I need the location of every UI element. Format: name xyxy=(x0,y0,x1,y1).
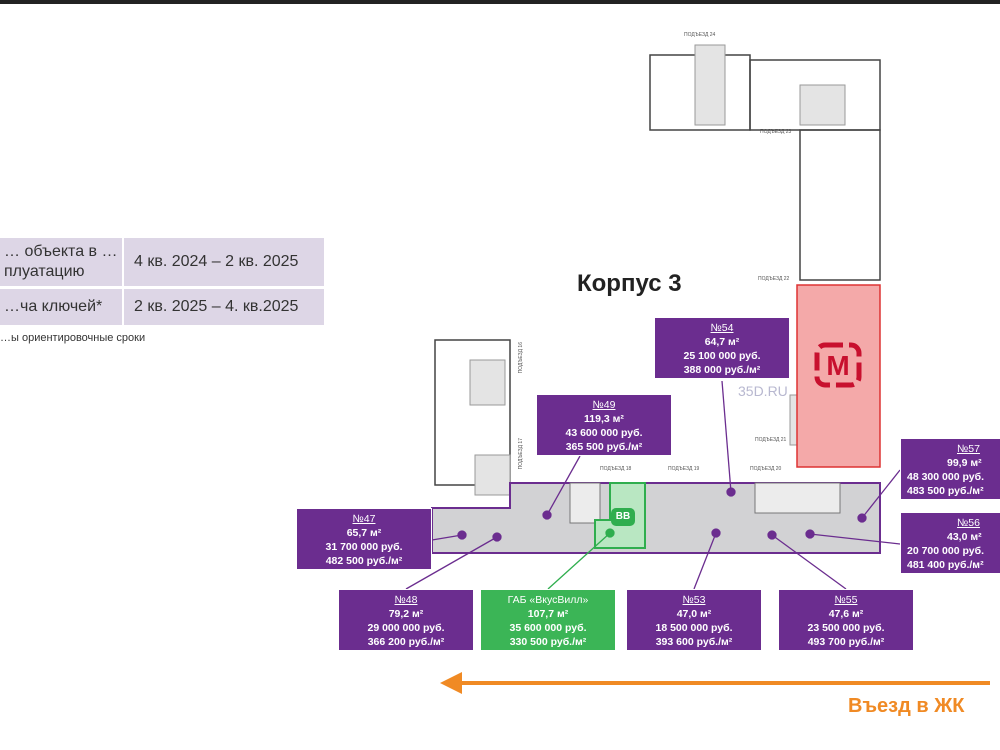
unit-price-per-m2: 330 500 руб./м² xyxy=(509,636,587,648)
unit-card-48[interactable]: №48 79,2 м² 29 000 000 руб. 366 200 руб./м² xyxy=(338,589,474,651)
magnit-logo: М xyxy=(826,350,849,381)
unit-area: 107,7 м² xyxy=(527,608,569,620)
unit-area: 119,3 м² xyxy=(584,413,624,425)
entrance-label: ПОДЪЕЗД 20 xyxy=(750,466,782,472)
unit-card-56[interactable]: №56 43,0 м² 20 700 000 руб. 481 400 руб./м² xyxy=(900,512,1000,574)
unit-card-49[interactable]: №49 119,3 м² 43 600 000 руб. 365 500 руб./м… xyxy=(536,394,672,456)
unit-price: 43 600 000 руб. xyxy=(565,427,643,439)
unit-price: 23 500 000 руб. xyxy=(807,622,885,634)
unit-area: 64,7 м² xyxy=(704,336,740,348)
building-title: Корпус 3 xyxy=(577,270,682,297)
unit-price: 35 600 000 руб. xyxy=(509,622,587,634)
entrance-label: ПОДЪЕЗД 17 xyxy=(518,438,524,470)
unit-number: №55 xyxy=(834,594,858,606)
entry-label: Въезд в ЖК xyxy=(848,695,965,717)
unit-price-per-m2: 365 500 руб./м² xyxy=(565,441,643,453)
magnit-store-area xyxy=(796,284,881,468)
watermark: 35D.RU xyxy=(738,383,788,399)
unit-area: 43,0 м² xyxy=(947,531,982,543)
unit-number: №47 xyxy=(352,513,376,525)
unit-number: №53 xyxy=(682,594,706,606)
schedule-value: 2 кв. 2025 – 4. кв.2025 xyxy=(124,289,324,325)
entrance-label: ПОДЪЕЗД 19 xyxy=(668,466,700,472)
unit-card-vkusvill[interactable]: ГАБ «ВкусВилл» 107,7 м² 35 600 000 руб. 330… xyxy=(480,589,616,651)
unit-card-55[interactable]: №55 47,6 м² 23 500 000 руб. 493 700 руб./м² xyxy=(778,589,914,651)
unit-price-per-m2: 366 200 руб./м² xyxy=(367,636,445,648)
entrance-label: ПОДЪЕЗД 18 xyxy=(600,466,632,472)
unit-price-per-m2: 493 700 руб./м² xyxy=(807,636,885,648)
unit-price-per-m2: 393 600 руб./м² xyxy=(655,636,733,648)
unit-card-57[interactable]: №57 99,9 м² 48 300 000 руб. 483 500 руб./м² xyxy=(900,438,1000,500)
magnit-logo-frame xyxy=(814,342,862,388)
unit-number: №54 xyxy=(710,322,734,334)
unit-area: 65,7 м² xyxy=(346,527,382,539)
unit-card-47[interactable]: №47 65,7 м² 31 700 000 руб. 482 500 руб./м² xyxy=(296,508,432,570)
unit-area: 47,0 м² xyxy=(676,608,712,620)
footnote: …ы ориентировочные сроки xyxy=(0,332,146,344)
unit-number: №49 xyxy=(592,399,616,411)
entrance-label: ПОДЪЕЗД 21 xyxy=(755,437,787,443)
unit-area: 47,6 м² xyxy=(828,608,864,620)
unit-price-per-m2: 388 000 руб./м² xyxy=(683,364,761,376)
entrance-label: ПОДЪЕЗД 23 xyxy=(760,129,792,135)
entry-arrow-head xyxy=(440,672,462,694)
unit-price-per-m2: 481 400 руб./м² xyxy=(907,559,984,571)
unit-number: №48 xyxy=(394,594,418,606)
unit-area: 79,2 м² xyxy=(388,608,424,620)
unit-price: 48 300 000 руб. xyxy=(907,471,984,483)
entrance-label: ПОДЪЕЗД 24 xyxy=(684,32,716,38)
unit-number: ГАБ «ВкусВилл» xyxy=(507,594,589,606)
unit-number: №57 xyxy=(957,443,980,455)
entrance-label: ПОДЪЕЗД 16 xyxy=(518,342,524,374)
unit-price: 29 000 000 руб. xyxy=(367,622,445,634)
building-section xyxy=(434,339,511,486)
entrance-label: ПОДЪЕЗД 22 xyxy=(758,276,790,282)
unit-number: №56 xyxy=(957,517,980,529)
unit-card-53[interactable]: №53 47,0 м² 18 500 000 руб. 393 600 руб./м² xyxy=(626,589,762,651)
unit-price: 18 500 000 руб. xyxy=(655,622,733,634)
unit-card-54[interactable]: №54 64,7 м² 25 100 000 руб. 388 000 руб./м² xyxy=(654,317,790,379)
schedule-label: …ча ключей* xyxy=(0,289,122,325)
building-section xyxy=(799,129,881,281)
unit-price-per-m2: 483 500 руб./м² xyxy=(907,485,984,497)
schedule-label: … объекта в …плуатацию xyxy=(0,238,122,286)
unit-price: 25 100 000 руб. xyxy=(683,350,761,362)
unit-price: 31 700 000 руб. xyxy=(325,541,403,553)
unit-price-per-m2: 482 500 руб./м² xyxy=(325,555,403,567)
unit-area: 99,9 м² xyxy=(947,457,982,469)
schedule-value: 4 кв. 2024 – 2 кв. 2025 xyxy=(124,238,324,286)
vkusvill-badge: ВВ xyxy=(611,508,635,526)
top-border xyxy=(0,0,1000,4)
unit-price: 20 700 000 руб. xyxy=(907,545,984,557)
